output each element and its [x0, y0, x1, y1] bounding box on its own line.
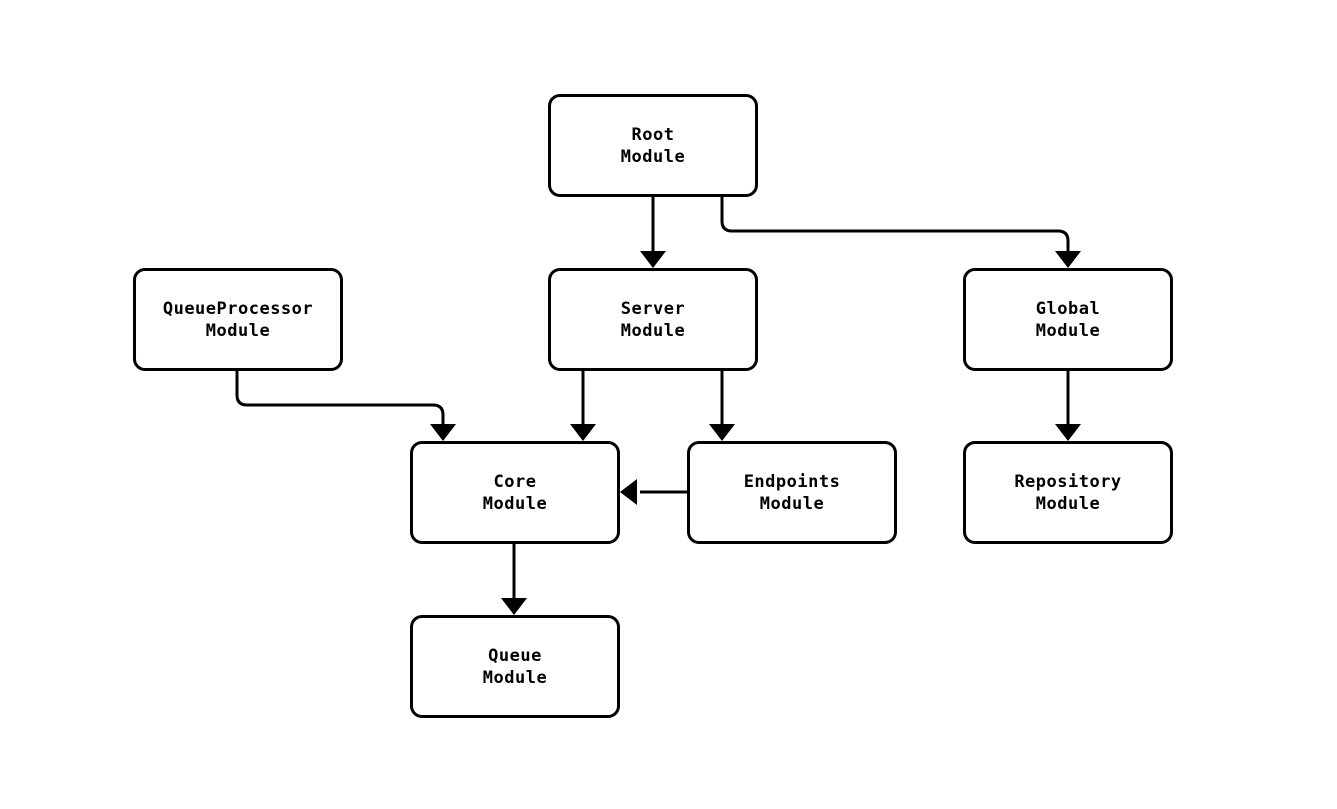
- node-label-line1: Endpoints: [743, 471, 841, 492]
- node-label-line1: Core: [493, 471, 537, 492]
- edges-group: [235, 197, 1081, 615]
- node-label-line2: Module: [620, 320, 686, 341]
- edge-line: [235, 371, 445, 425]
- edge-arrowhead: [570, 424, 596, 441]
- edge-queueprocessor-to-core: [235, 371, 456, 441]
- edge-root-to-server: [640, 197, 666, 268]
- edge-global-to-repository: [1055, 371, 1081, 441]
- edge-endpoints-to-core: [620, 479, 687, 505]
- node-label-line1: Global: [1035, 298, 1101, 319]
- node-label-line1: Root: [631, 124, 675, 145]
- node-label-line1: Server: [620, 298, 686, 319]
- edge-server-to-core: [570, 371, 596, 441]
- edge-arrowhead: [501, 598, 527, 615]
- edge-arrowhead: [430, 424, 456, 441]
- node-label-line2: Module: [482, 667, 548, 688]
- node-label-line2: Module: [205, 320, 271, 341]
- edge-arrowhead: [1055, 424, 1081, 441]
- edge-server-to-endpoints: [709, 371, 735, 441]
- node-label-line1: Repository: [1014, 471, 1122, 492]
- node-label-line2: Module: [1035, 493, 1101, 514]
- node-label-line1: QueueProcessor: [162, 298, 314, 319]
- edge-arrowhead: [709, 424, 735, 441]
- edge-arrowhead: [620, 479, 637, 505]
- edge-arrowhead: [1055, 251, 1081, 268]
- edge-root-to-global: [720, 197, 1081, 268]
- node-label-line1: Queue: [488, 645, 542, 666]
- edge-arrowhead: [640, 251, 666, 268]
- node-label-line2: Module: [1035, 320, 1101, 341]
- edge-line: [720, 197, 1070, 252]
- node-label-line2: Module: [759, 493, 825, 514]
- edge-core-to-queue: [501, 544, 527, 615]
- node-label-line2: Module: [482, 493, 548, 514]
- node-label-line2: Module: [620, 146, 686, 167]
